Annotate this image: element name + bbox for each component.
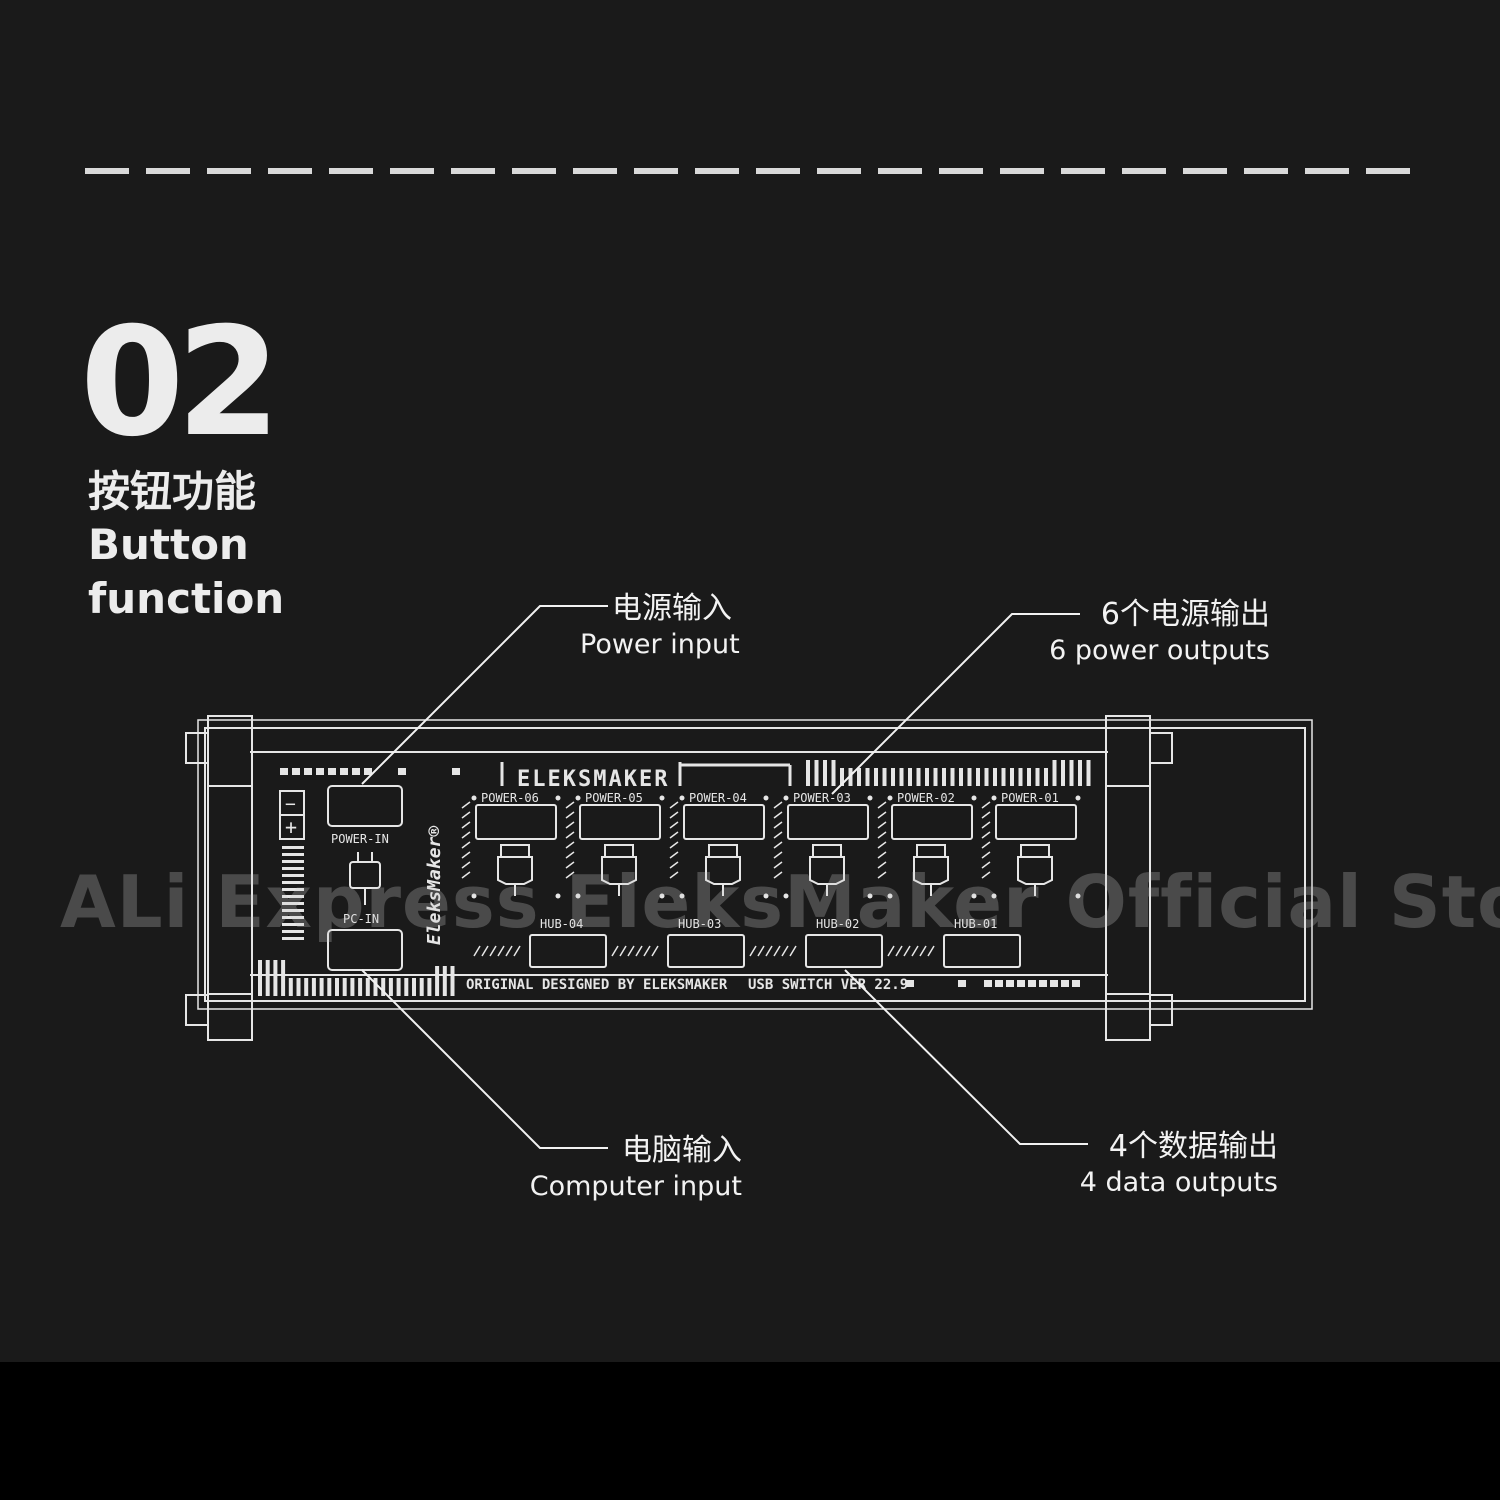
power-port-3	[683, 804, 765, 840]
pc-in-port	[327, 929, 403, 971]
power-port-2	[579, 804, 661, 840]
callout-power-outputs-en: 6 power outputs	[1049, 635, 1270, 666]
callout-power-input-cn: 电源输入	[612, 591, 732, 626]
power-port-label-3: POWER-04	[689, 791, 747, 805]
footer-right-text: USB SWITCH VER 22.9	[748, 977, 908, 993]
brand-logo: ELEKSMAKER	[517, 767, 669, 792]
hub-port-1	[529, 934, 607, 968]
usb-plug-head-2	[604, 844, 634, 858]
power-port-label-6: POWER-01	[1001, 791, 1059, 805]
hub-port-label-1: HUB-04	[540, 917, 583, 931]
hub-port-label-4: HUB-01	[954, 917, 997, 931]
leader-lines	[361, 605, 1088, 1149]
device-frame	[204, 727, 1306, 1002]
callout-data-outputs: 4个数据输出 4 data outputs	[1060, 1128, 1278, 1200]
hub-port-4	[943, 934, 1021, 968]
callout-power-input-en: Power input	[580, 629, 740, 660]
plug-icon	[349, 852, 381, 905]
callout-data-outputs-en: 4 data outputs	[1079, 1167, 1278, 1198]
callout-computer-input-cn: 电脑输入	[622, 1133, 742, 1168]
power-port-6	[995, 804, 1077, 840]
callout-computer-input: 电脑输入 Computer input	[520, 1132, 742, 1204]
right-bottom-knob	[1149, 994, 1173, 1026]
power-in-label: POWER-IN	[331, 832, 389, 846]
hub-port-2	[667, 934, 745, 968]
usb-plug-body-2	[601, 856, 637, 885]
power-port-label-5: POWER-02	[897, 791, 955, 805]
power-port-label-1: POWER-06	[481, 791, 539, 805]
left-top-cap	[207, 715, 253, 787]
usb-plug-head-6	[1020, 844, 1050, 858]
power-port-label-2: POWER-05	[585, 791, 643, 805]
callout-computer-input-en: Computer input	[529, 1171, 742, 1202]
usb-plug-head-5	[916, 844, 946, 858]
hub-port-3	[805, 934, 883, 968]
dashed-divider	[85, 168, 1415, 174]
plus-symbol: +	[285, 815, 297, 839]
usb-plug-body-5	[913, 856, 949, 885]
callout-power-outputs: 6个电源输出 6 power outputs	[1030, 596, 1270, 668]
callout-data-outputs-cn: 4个数据输出	[1108, 1129, 1278, 1164]
minus-symbol: −	[285, 794, 296, 815]
hub-port-label-3: HUB-02	[816, 917, 859, 931]
callout-power-input: 电源输入 Power input	[580, 590, 740, 662]
usb-plug-head-3	[708, 844, 738, 858]
usb-switch-diagram: ELEKSMAKER EleksMaker® POWER-IN PC-IN − …	[185, 605, 1313, 1149]
side-logo: EleksMaker®	[424, 826, 445, 945]
usb-plug-body-3	[705, 856, 741, 885]
section-title-en: Button function	[88, 520, 285, 623]
section-number: 02	[80, 296, 281, 470]
power-port-1	[475, 804, 557, 840]
power-in-port	[327, 785, 403, 827]
right-top-knob	[1149, 732, 1173, 764]
power-port-4	[787, 804, 869, 840]
plus-button	[279, 814, 305, 840]
usb-plug-body-6	[1017, 856, 1053, 885]
section-title-cn: 按钮功能	[88, 467, 257, 516]
device-outer-frame	[197, 719, 1313, 1010]
decorative-stripes	[258, 760, 1091, 996]
footer-left-text: ORIGINAL DESIGNED BY ELEKSMAKER	[466, 977, 728, 993]
callout-power-outputs-cn: 6个电源输出	[1100, 597, 1270, 632]
usb-plug-body-4	[809, 856, 845, 885]
usb-plug-head-4	[812, 844, 842, 858]
hub-port-label-2: HUB-03	[678, 917, 721, 931]
pc-in-label: PC-IN	[343, 912, 379, 926]
power-port-5	[891, 804, 973, 840]
content-panel: 02 按钮功能 Button function	[0, 0, 1500, 1362]
usb-plug-body-1	[497, 856, 533, 885]
power-port-label-4: POWER-03	[793, 791, 851, 805]
usb-plug-head-1	[500, 844, 530, 858]
right-top-cap	[1105, 715, 1151, 787]
